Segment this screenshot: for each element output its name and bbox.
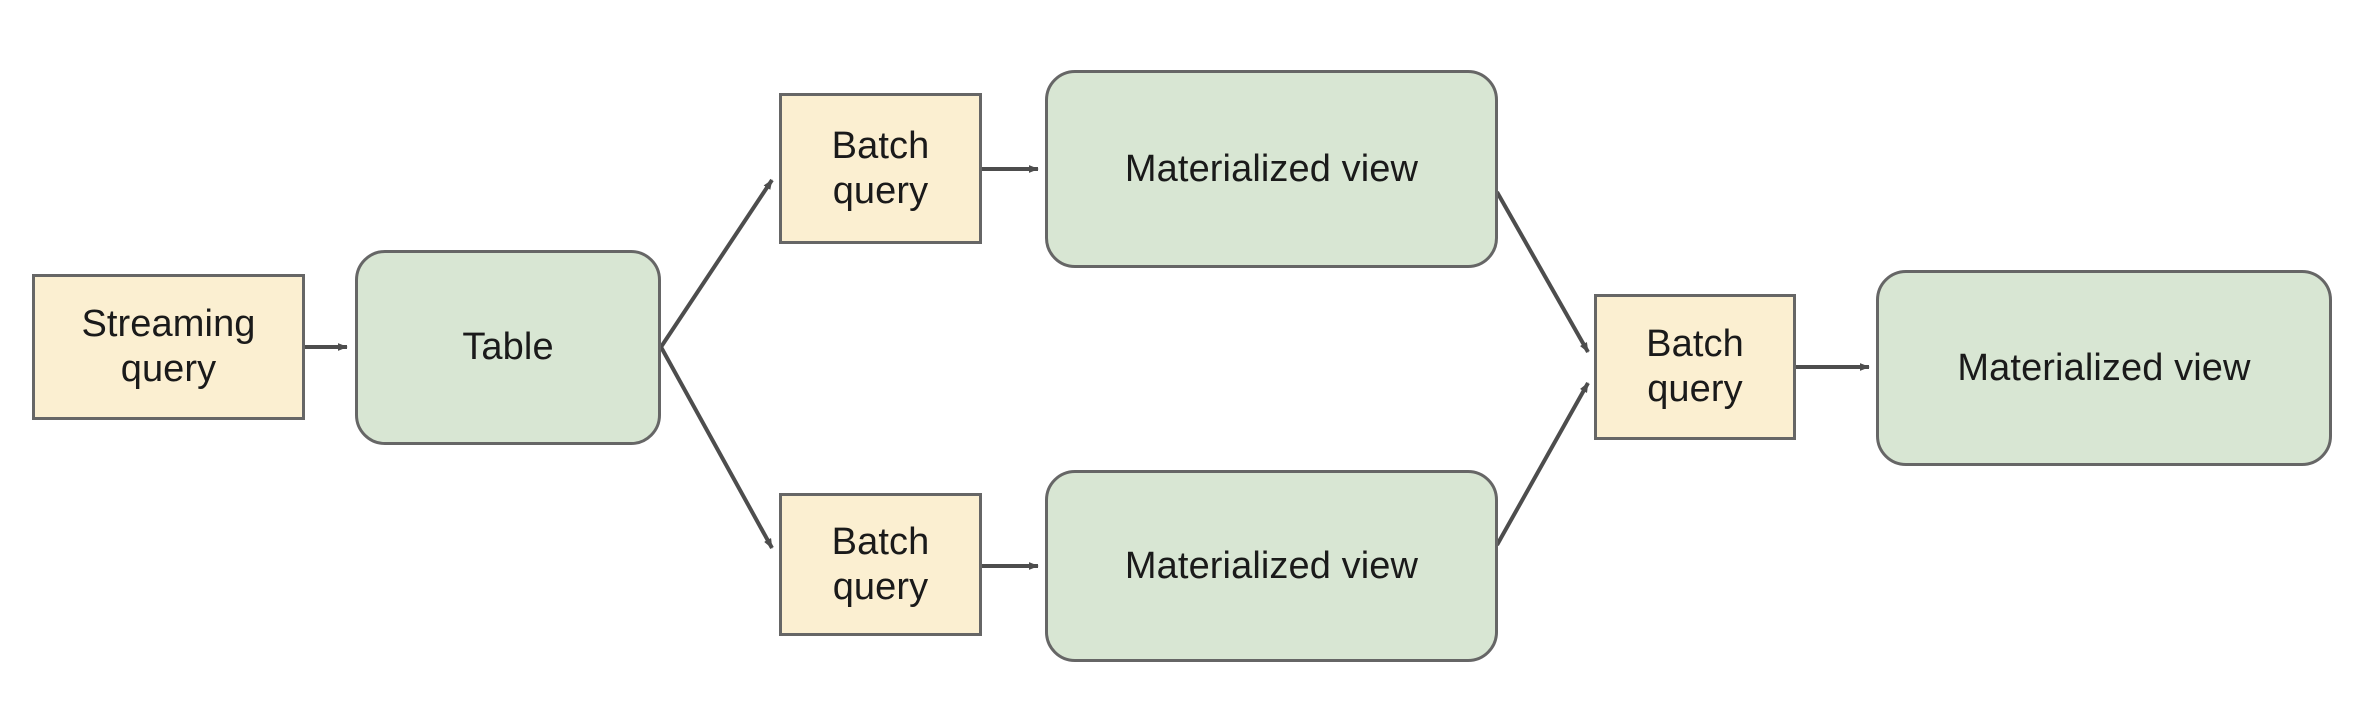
node-label-batch-query-top: Batch query [831, 124, 930, 212]
node-batch-query-bottom[interactable]: Batch query [779, 493, 982, 636]
node-label-batch-query-bottom: Batch query [831, 520, 930, 608]
node-materialized-view-final[interactable]: Materialized view [1876, 270, 2332, 466]
node-batch-query-merge[interactable]: Batch query [1594, 294, 1796, 440]
node-materialized-view-bottom[interactable]: Materialized view [1045, 470, 1498, 662]
node-materialized-view-top[interactable]: Materialized view [1045, 70, 1498, 268]
edge-mv-top-to-batch-merge [1495, 191, 1590, 353]
edge-table-to-batch-top [659, 178, 774, 349]
node-table[interactable]: Table [355, 250, 661, 445]
node-streaming-query[interactable]: Streaming query [32, 274, 305, 420]
node-label-materialized-view-final: Materialized view [1957, 346, 2251, 389]
edge-table-to-batch-bottom [659, 346, 774, 549]
node-label-table: Table [462, 326, 554, 369]
node-label-batch-query-merge: Batch query [1646, 323, 1744, 410]
node-label-streaming-query: Streaming query [81, 303, 256, 390]
edge-mv-bottom-to-batch-merge [1495, 382, 1590, 546]
node-label-materialized-view-bottom: Materialized view [1124, 544, 1419, 587]
node-batch-query-top[interactable]: Batch query [779, 93, 982, 244]
node-label-materialized-view-top: Materialized view [1124, 147, 1419, 190]
